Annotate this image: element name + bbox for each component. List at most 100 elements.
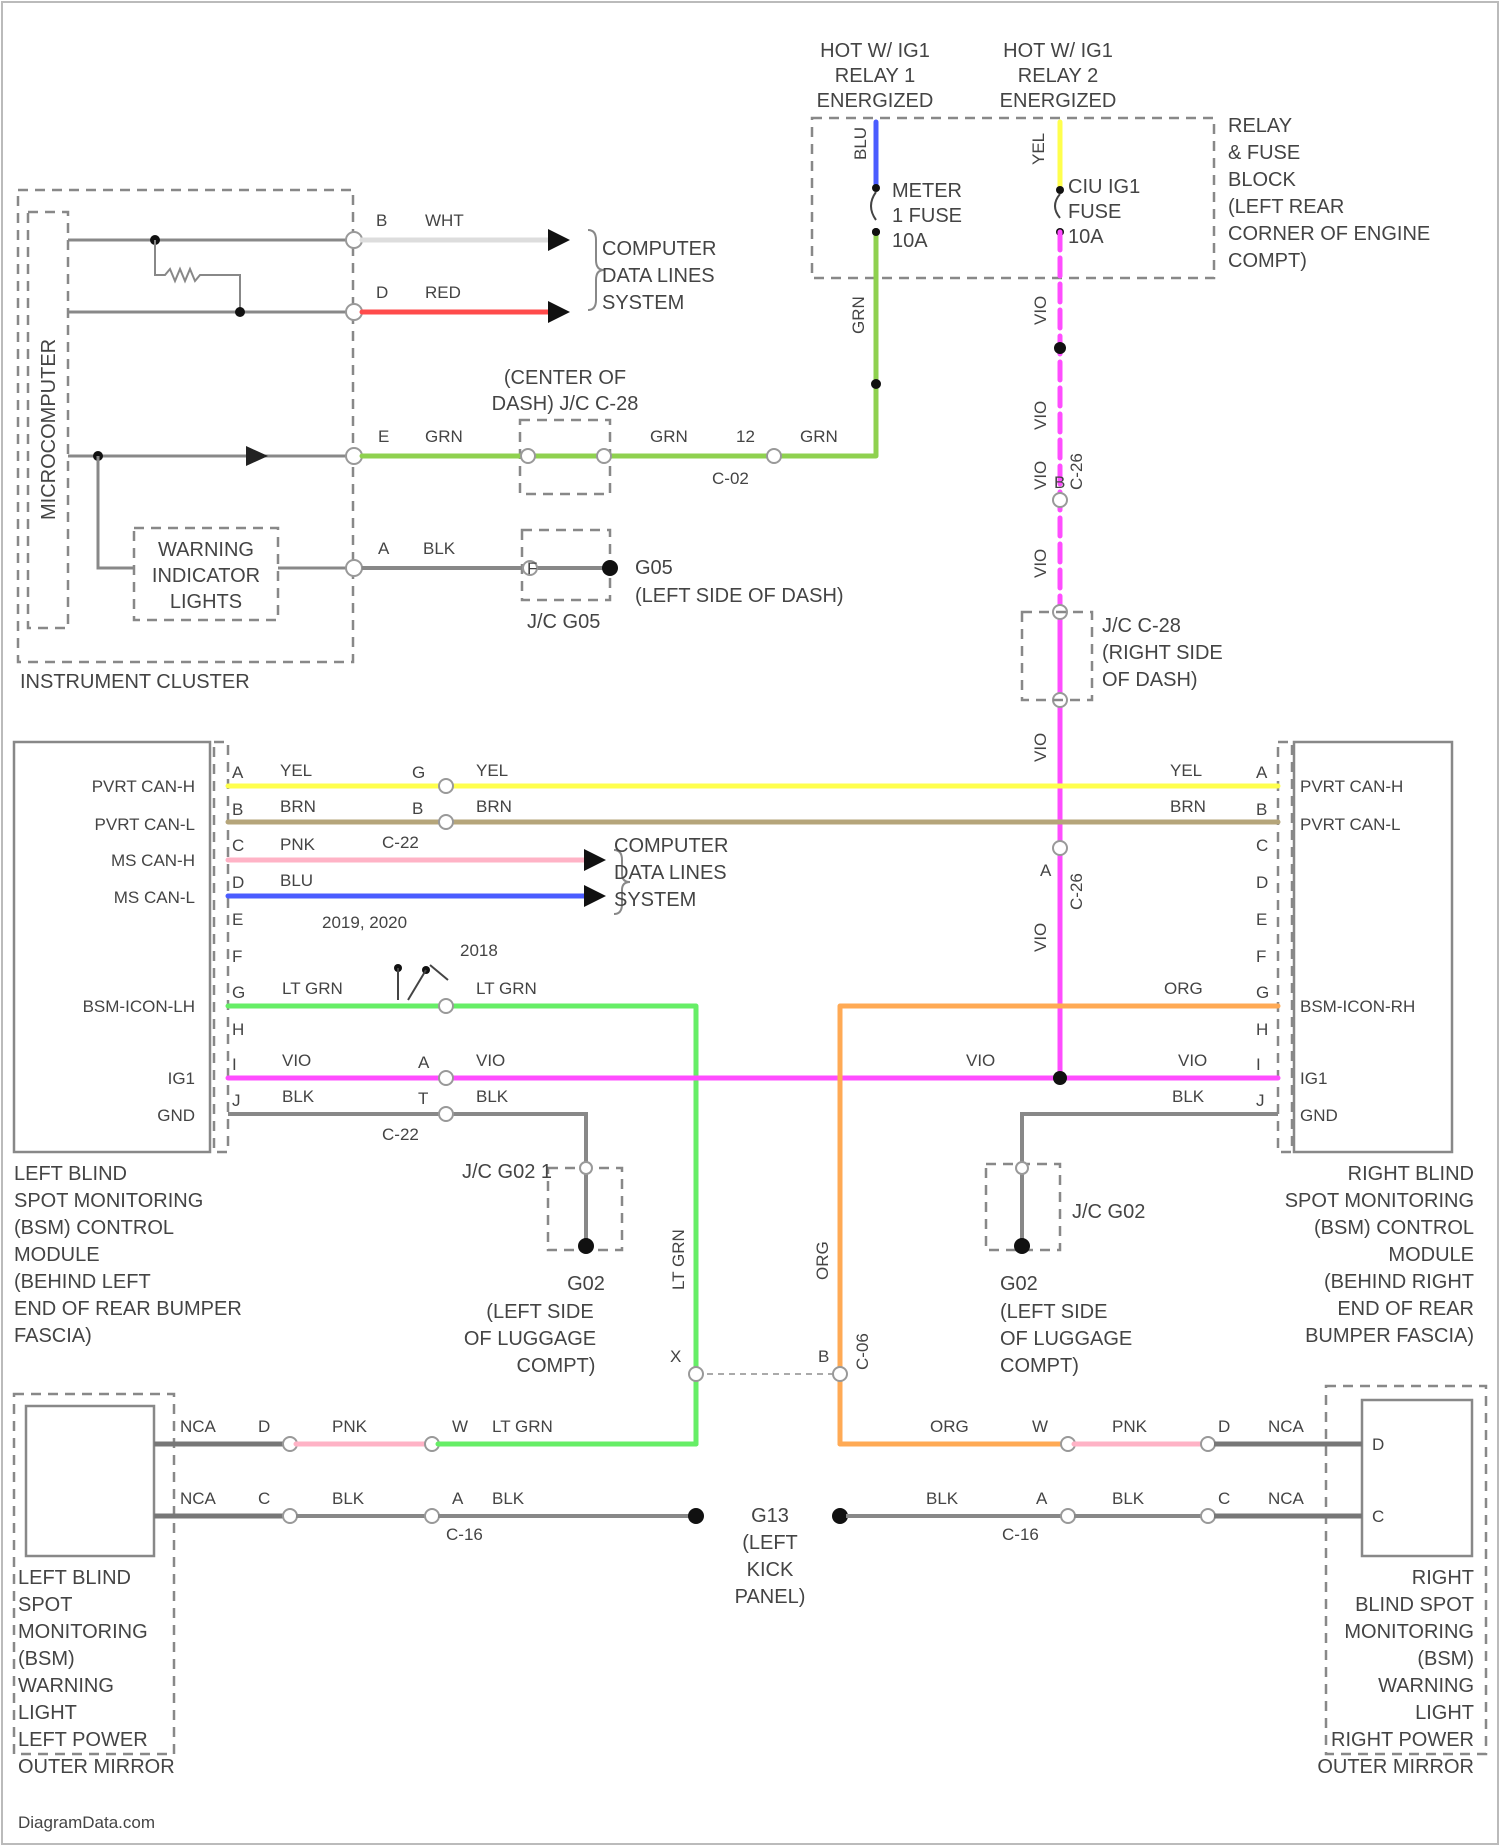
rl-label-4: (BSM) [1417, 1648, 1474, 1670]
pnk-label: PNK [280, 835, 316, 854]
g02-right-loc-1: (LEFT SIDE [1000, 1301, 1107, 1323]
lm-pin-b: B [232, 800, 243, 819]
lm-label-1: LEFT BLIND [14, 1163, 127, 1185]
lm-pin-b-name: PVRT CAN-L [95, 815, 195, 834]
center-dash-jc-1: (CENTER OF [504, 367, 626, 389]
pnk-left: PNK [332, 1417, 368, 1436]
pin-d-left: D [258, 1417, 270, 1436]
jc-g05: J/C G05 [527, 611, 600, 633]
rm-label-7: BUMPER FASCIA) [1305, 1325, 1474, 1347]
rl-label-6: LIGHT [1415, 1702, 1474, 1724]
blk-left-2: BLK [492, 1489, 525, 1508]
pin-e: E [378, 427, 389, 446]
pin-connector [346, 560, 362, 576]
lm-label-7: FASCIA) [14, 1325, 92, 1347]
pin-connector [1061, 1509, 1075, 1523]
rm-pin-e: E [1256, 910, 1267, 929]
brn-label-l2: BRN [476, 797, 512, 816]
vio-label-3: VIO [966, 1051, 995, 1070]
vio-2: VIO [1031, 401, 1050, 430]
g13-name: G13 [751, 1505, 789, 1527]
rm-label-6: END OF REAR [1337, 1298, 1474, 1320]
rm-label-2: SPOT MONITORING [1285, 1190, 1474, 1212]
blu-label-can: BLU [280, 871, 313, 890]
ll-label-4: (BSM) [18, 1648, 75, 1670]
rm-label-1: RIGHT BLIND [1348, 1163, 1474, 1185]
rm-label-4: MODULE [1388, 1244, 1474, 1266]
junction-dot [871, 379, 881, 389]
pin-connector [521, 449, 535, 463]
pin-connector [439, 1107, 453, 1121]
ll-label-6: LIGHT [18, 1702, 77, 1724]
ll-label-7: LEFT POWER [18, 1729, 148, 1751]
nca-r2: NCA [1268, 1489, 1305, 1508]
pin-a: A [378, 539, 390, 558]
junction-dot [1054, 342, 1066, 354]
center-dash-jc-2: DASH) J/C C-28 [492, 393, 639, 415]
c02-conn: C-02 [712, 469, 749, 488]
block-label-1: RELAY [1228, 115, 1292, 137]
fuse1-line1: METER [892, 180, 962, 202]
c16-right: C-16 [1002, 1525, 1039, 1544]
box-pin-d: D [1372, 1435, 1384, 1454]
rm-pin-c: C [1256, 836, 1268, 855]
vio-4: VIO [1031, 549, 1050, 578]
pin-connector [689, 1367, 703, 1381]
rl-label-2: BLIND SPOT [1355, 1594, 1474, 1616]
vio-junction [1053, 1071, 1067, 1085]
pin-b-c06: B [818, 1347, 829, 1366]
feed2-line1: HOT W/ IG1 [1003, 40, 1113, 62]
pin-connector [1201, 1437, 1215, 1451]
vio-1: VIO [1031, 296, 1050, 325]
yel-label-r: YEL [1170, 761, 1202, 780]
g02-left-dot [578, 1238, 594, 1254]
vio-3: VIO [1031, 461, 1050, 490]
feed1-line2: RELAY 1 [835, 65, 915, 87]
lt-grn-label-1: LT GRN [282, 979, 343, 998]
c26-conn-1: C-26 [1067, 453, 1086, 490]
fuse2-line1: CIU IG1 [1068, 176, 1140, 198]
pin-a-vio: A [418, 1053, 430, 1072]
lm-pin-e: E [232, 910, 243, 929]
fuse2-line3: 10A [1068, 226, 1104, 248]
blk-label: BLK [423, 539, 456, 558]
pin-f: F [527, 559, 537, 578]
grn-label-2: GRN [650, 427, 688, 446]
yel-label-l2: YEL [476, 761, 508, 780]
pin-x: X [670, 1347, 681, 1366]
lm-pin-d: D [232, 873, 244, 892]
rl-label-1: RIGHT [1412, 1567, 1474, 1589]
pin-c-left: C [258, 1489, 270, 1508]
fuse2-top-dot [1056, 186, 1064, 194]
pin-connector [439, 999, 453, 1013]
rm-label-3: (BSM) CONTROL [1314, 1217, 1474, 1239]
nca-1: NCA [180, 1417, 217, 1436]
data-lines-2: DATA LINES [602, 265, 715, 287]
rm-pin-a: A [1256, 763, 1268, 782]
fuse1-line3: 10A [892, 230, 928, 252]
rm-pin-b: B [1256, 800, 1267, 819]
warning-lights-2: INDICATOR [152, 565, 260, 587]
blk-left-1: BLK [332, 1489, 365, 1508]
lt-grn-vert: LT GRN [669, 1229, 688, 1290]
rm-pin-i-name: IG1 [1300, 1069, 1327, 1088]
blu-label: BLU [851, 127, 870, 160]
lm-label-2: SPOT MONITORING [14, 1190, 203, 1212]
rl-label-3: MONITORING [1344, 1621, 1474, 1643]
g02-left-name: G02 [567, 1273, 605, 1295]
yel-label: YEL [1029, 133, 1048, 165]
vio-label-4: VIO [1178, 1051, 1207, 1070]
g02-right-loc-2: OF LUGGAGE [1000, 1328, 1132, 1350]
feed1-line3: ENERGIZED [817, 90, 934, 112]
g13-dot-left [688, 1508, 704, 1524]
yel-label-l1: YEL [280, 761, 312, 780]
warning-lights-3: LIGHTS [170, 591, 242, 613]
grn-label-1: GRN [425, 427, 463, 446]
brn-label-r: BRN [1170, 797, 1206, 816]
block-label-2: & FUSE [1228, 142, 1300, 164]
rl-label-7: RIGHT POWER [1331, 1729, 1474, 1751]
jc-c28-3: OF DASH) [1102, 669, 1198, 691]
pin-connector [767, 449, 781, 463]
pin-a-c26: A [1040, 861, 1052, 880]
